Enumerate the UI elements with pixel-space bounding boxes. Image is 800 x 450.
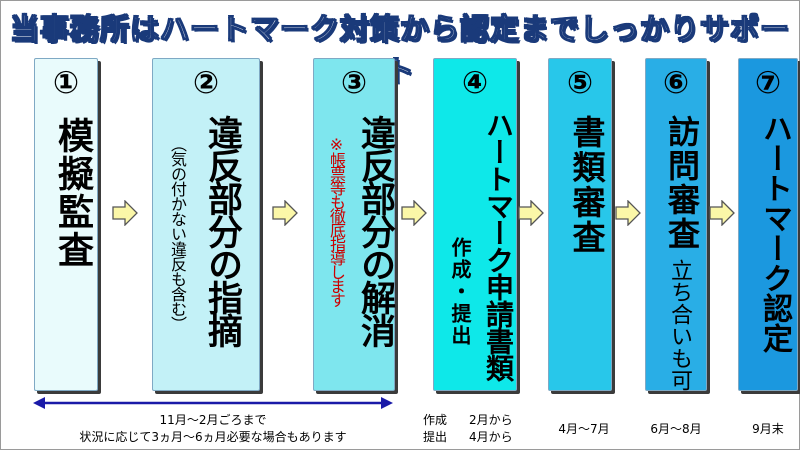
timeline-period: 11月～2月ごろまで	[159, 413, 267, 427]
step-7-title: ハートマーク認定	[757, 113, 792, 353]
arrow-right-icon	[709, 200, 735, 226]
step-5-box: ⑤ 書類審査	[548, 58, 612, 391]
step-2-box: ② 違反部分の指摘 （気の付かない違反も含む）	[152, 58, 260, 391]
step-4-submit-date: 4月から	[469, 430, 513, 444]
step-5-date: 4月～7月	[558, 422, 610, 436]
step-1-number: ①	[52, 65, 80, 101]
step-1-title: 模擬監査	[52, 117, 93, 269]
timeline-period-note: 状況に応じて3ヵ月～6ヵ月必要な場合もあります	[79, 430, 347, 444]
step-4-note: 作成・提出	[448, 237, 472, 347]
step-6-note: 立ち合いも可	[667, 259, 692, 391]
step-4-submit-label: 提出	[423, 430, 448, 444]
step-3-note: ※帳票等も徹底指導します	[327, 135, 346, 306]
step-4-number: ④	[461, 65, 489, 101]
step-4-create-date: 2月から	[469, 413, 513, 427]
arrow-right-icon	[112, 200, 138, 226]
arrow-right-icon	[615, 200, 641, 226]
step-1-box: ① 模擬監査	[34, 58, 98, 391]
step-7-box: ⑦ ハートマーク認定	[738, 58, 798, 391]
step-4-create-label: 作成	[423, 413, 448, 427]
timeline-range-arrow	[33, 397, 393, 409]
step-4-box: ④ ハートマーク申請書類 作成・提出	[433, 58, 517, 391]
step-2-title: 違反部分の指摘	[202, 115, 242, 346]
arrow-right-icon	[272, 200, 298, 226]
step-3-number: ③	[340, 65, 368, 101]
step-5-title: 書類審査	[567, 115, 606, 255]
step-2-note: （気の付かない違反も含む）	[168, 136, 187, 331]
step-2-number: ②	[192, 65, 220, 101]
step-5-number: ⑤	[566, 65, 594, 101]
arrow-right-icon	[401, 200, 427, 226]
arrow-right-icon	[518, 200, 544, 226]
step-3-box: ③ 違反部分の解消 ※帳票等も徹底指導します	[313, 58, 395, 391]
step-6-date: 6月～8月	[650, 422, 702, 436]
step-6-box: ⑥ 訪問審査 立ち合いも可	[645, 58, 707, 391]
step-3-title: 違反部分の解消	[355, 115, 395, 346]
step-6-title: 訪問審査	[663, 115, 701, 251]
step-7-number: ⑦	[754, 65, 782, 101]
step-4-title: ハートマーク申請書類	[482, 111, 515, 381]
step-7-date: 9月末	[752, 422, 784, 436]
page-title: 当事務所はハートマーク対策から認定までしっかりサポート	[9, 11, 790, 88]
step-6-number: ⑥	[662, 65, 690, 101]
